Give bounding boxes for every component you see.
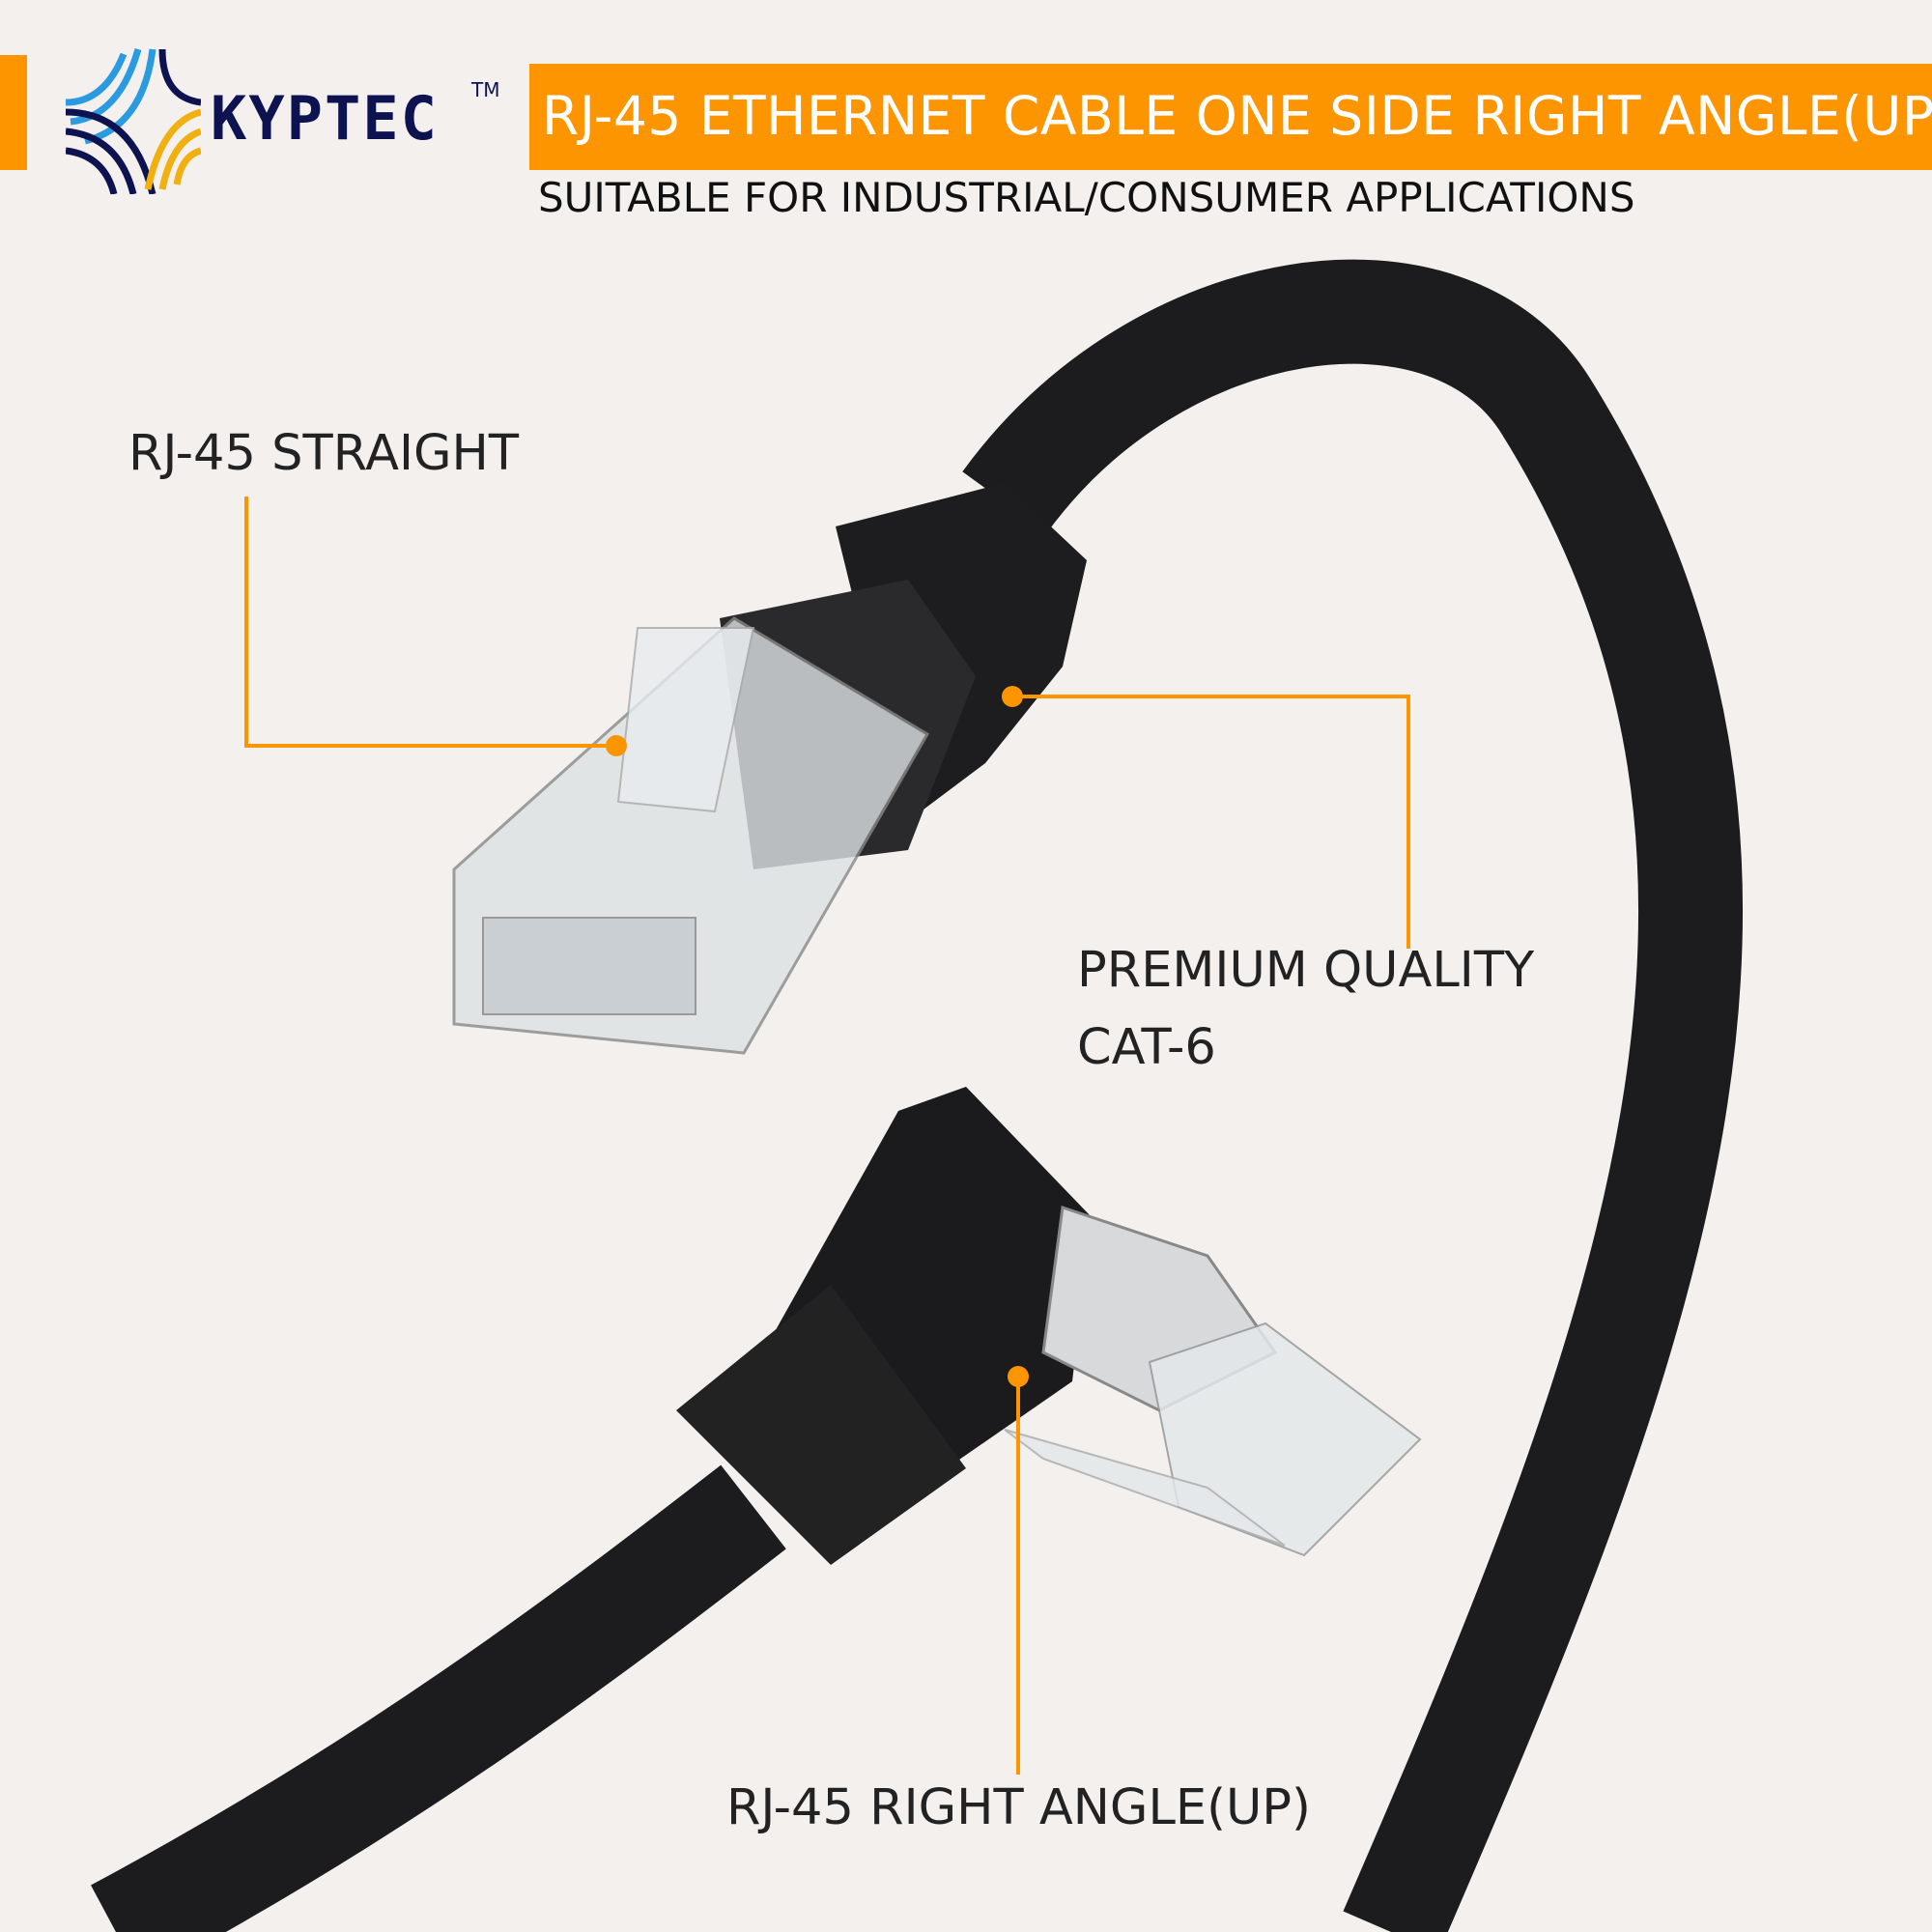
page-title: RJ-45 ETHERNET CABLE ONE SIDE RIGHT ANGL… bbox=[542, 85, 1932, 147]
callout-lines bbox=[244, 497, 1410, 1775]
label-rj45-right-angle: RJ-45 RIGHT ANGLE(UP) bbox=[726, 1779, 1311, 1836]
cable bbox=[962, 259, 1744, 1932]
cable-lower bbox=[91, 1464, 786, 1932]
accent-bar bbox=[0, 55, 27, 170]
logo-mark-icon bbox=[66, 48, 201, 194]
callout-line-straight bbox=[244, 497, 616, 748]
rj45-right-angle-connector bbox=[676, 1087, 1422, 1565]
callout-dot-quality bbox=[1002, 686, 1023, 707]
label-rj45-straight: RJ-45 STRAIGHT bbox=[128, 425, 520, 482]
brand-logo: KYPTEC TM bbox=[66, 44, 510, 194]
label-premium-quality: PREMIUM QUALITY bbox=[1077, 942, 1535, 999]
label-cat6: CAT-6 bbox=[1077, 1019, 1216, 1076]
rj45-straight-connector bbox=[452, 483, 1087, 1055]
callout-line-quality bbox=[1012, 695, 1410, 949]
trademark: TM bbox=[471, 78, 500, 101]
callout-dot-right-angle bbox=[1008, 1366, 1029, 1387]
logo-text: KYPTEC bbox=[211, 83, 439, 154]
page-subtitle: SUITABLE FOR INDUSTRIAL/CONSUMER APPLICA… bbox=[538, 174, 1635, 221]
callout-dot-straight bbox=[606, 735, 627, 756]
title-banner bbox=[529, 64, 1932, 170]
